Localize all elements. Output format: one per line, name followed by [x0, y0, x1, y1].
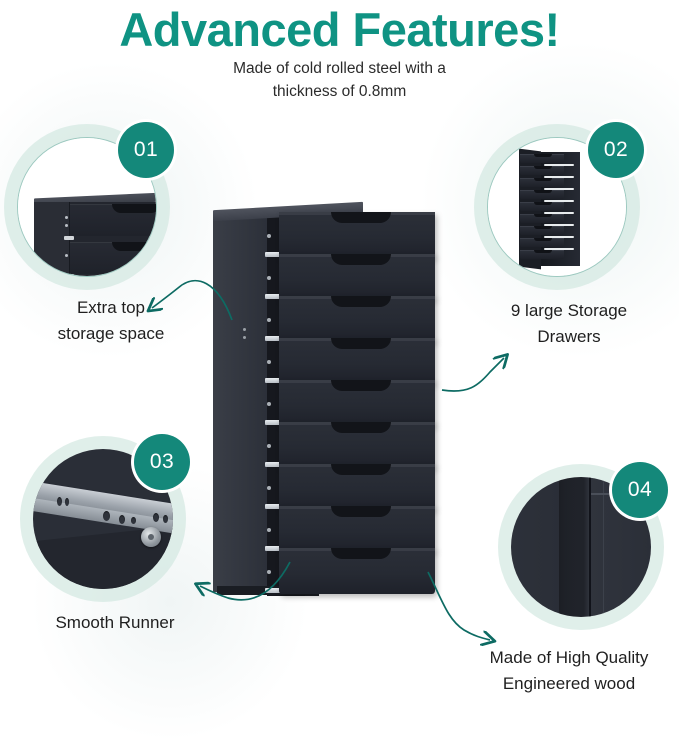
drawer-rail: [265, 378, 281, 383]
page-subtitle: Made of cold rolled steel with a thickne…: [0, 57, 679, 103]
caption-line-1: 9 large Storage: [510, 301, 628, 320]
callout-badge-03: 03: [134, 434, 190, 490]
drawer-handle-cutout: [331, 464, 391, 475]
callout-04[interactable]: 04: [498, 462, 668, 630]
drawer-front: [279, 380, 435, 426]
page-title: Advanced Features!: [119, 3, 560, 56]
drawer-handle-cutout: [331, 254, 391, 265]
callout-caption-04: Made of High Quality Engineered wood: [449, 645, 679, 697]
callout-caption-02: 9 large Storage Drawers: [454, 298, 679, 350]
callout-photo: [487, 137, 627, 277]
rail-screw-icon: [267, 276, 271, 280]
caption-line-1: Made of High Quality: [489, 648, 649, 667]
callout-badge-04: 04: [612, 462, 668, 518]
caption-line-1: Extra top: [76, 298, 146, 317]
infographic-stage: Advanced Features! Made of cold rolled s…: [0, 3, 679, 742]
side-screw-icon: [243, 336, 246, 339]
side-screw-icon: [243, 328, 246, 331]
drawer-rail: [265, 252, 281, 257]
rail-screw-icon: [267, 486, 271, 490]
rail-screw-icon: [267, 570, 271, 574]
callout-02[interactable]: 02: [474, 122, 644, 290]
product-image: [205, 200, 475, 610]
drawer-front: [279, 296, 435, 342]
drawer-handle-cutout: [331, 212, 391, 223]
drawer-rail: [265, 294, 281, 299]
drawer-handle-cutout: [331, 380, 391, 391]
drawer-rail: [265, 420, 281, 425]
callout-01[interactable]: 01: [4, 122, 174, 290]
drawer-handle-cutout: [331, 338, 391, 349]
callout-03[interactable]: 03: [20, 434, 190, 602]
drawer-front: [279, 464, 435, 510]
callout-caption-03: Smooth Runner: [0, 610, 230, 636]
caption-line-1: Smooth Runner: [55, 613, 175, 632]
drawer-front: [279, 254, 435, 300]
drawer-rail: [265, 336, 281, 341]
rail-screw-icon: [267, 318, 271, 322]
rail-screw-icon: [267, 234, 271, 238]
drawer-front: [279, 422, 435, 468]
rail-screw-icon: [267, 402, 271, 406]
caption-line-2: Drawers: [537, 327, 601, 346]
drawer-rail: [265, 462, 281, 467]
subtitle-line-2: thickness of 0.8mm: [272, 83, 407, 100]
drawer-handle-cutout: [331, 548, 391, 559]
drawer-rail: [265, 504, 281, 509]
caption-line-2: Engineered wood: [502, 674, 636, 693]
callout-caption-01: Extra top storage space: [0, 295, 226, 347]
drawer-front: [279, 506, 435, 552]
drawer-handle-cutout: [331, 422, 391, 433]
drawer-front: [279, 212, 435, 258]
drawer-rail: [265, 546, 281, 551]
rail-screw-icon: [267, 360, 271, 364]
drawer-handle-cutout: [331, 296, 391, 307]
drawer-handle-cutout: [331, 506, 391, 517]
rail-screw-icon: [267, 444, 271, 448]
drawer-front: [279, 338, 435, 384]
rail-screw-icon: [267, 528, 271, 532]
callout-badge-02: 02: [588, 122, 644, 178]
caption-line-2: storage space: [57, 324, 165, 343]
drawer-front: [279, 548, 435, 594]
subtitle-line-1: Made of cold rolled steel with a: [233, 60, 446, 77]
callout-badge-01: 01: [118, 122, 174, 178]
